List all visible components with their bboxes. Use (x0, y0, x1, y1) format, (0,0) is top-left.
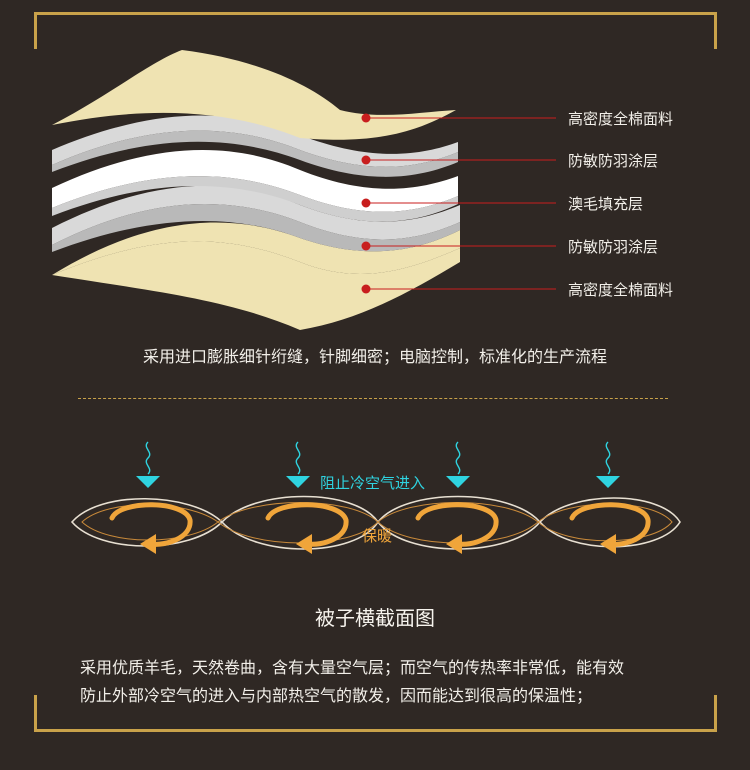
block-cold-air-label: 阻止冷空气进入 (320, 474, 426, 492)
warm-arrowhead-1 (140, 534, 156, 554)
layer-bottom-cotton (52, 241, 460, 330)
warm-label: 保暖 (362, 527, 393, 545)
leader-dot-2 (361, 155, 371, 165)
layer-bottom-cotton-top (52, 222, 460, 275)
cross-section-title: 被子横截面图 (315, 606, 435, 630)
warm-arrowhead-2 (296, 534, 312, 554)
cross-section-diagram (70, 441, 681, 554)
layer-label-3: 澳毛填充层 (568, 195, 644, 213)
cold-arrow-1 (136, 476, 160, 488)
layer-wool-fill-edge (52, 176, 458, 222)
cold-arrow-2 (286, 476, 310, 488)
layer-label-1: 高密度全棉面料 (568, 110, 674, 128)
frame-corner-bottom-left (34, 695, 65, 732)
leader-dot-4 (361, 241, 371, 251)
warm-arrowhead-4 (600, 534, 616, 554)
warm-arrowhead-3 (446, 534, 462, 554)
cold-air-arrows (145, 441, 611, 475)
frame-bottom-line (34, 729, 714, 732)
quilt-outline-outer (70, 495, 681, 550)
leader-dot-1 (361, 113, 371, 123)
cold-arrow-3 (446, 476, 470, 488)
layer-lower-coating (52, 185, 460, 245)
fabric-layers-illustration (52, 50, 556, 330)
layer-label-2: 防敏防羽涂层 (568, 152, 659, 170)
description-line-2: 防止外部冷空气的进入与内部热空气的散发，因而能达到很高的保温性； (80, 686, 593, 705)
description-line-1: 采用优质羊毛，天然卷曲，含有大量空气层；而空气的传热率非常低，能有效 (80, 658, 625, 677)
frame-top-line (34, 12, 714, 15)
layer-top-cotton (52, 50, 456, 140)
frame-corner-bottom-right (686, 695, 717, 732)
cold-arrow-4 (596, 476, 620, 488)
layer-lower-coating-edge (52, 203, 460, 252)
layer-label-5: 高密度全棉面料 (568, 281, 674, 299)
layer-upper-coating-edge (52, 130, 458, 177)
layer-upper-coating (52, 115, 458, 167)
description-paragraph: 采用优质羊毛，天然卷曲，含有大量空气层；而空气的传热率非常低，能有效 防止外部冷… (80, 654, 680, 710)
leader-dot-5 (361, 284, 371, 294)
layer-label-4: 防敏防羽涂层 (568, 238, 659, 256)
layer-wool-fill (52, 150, 458, 212)
section-divider (78, 398, 668, 399)
quilt-outline-inner (81, 502, 673, 544)
quilting-caption: 采用进口膨胀细针绗缝，针脚细密；电脑控制，标准化的生产流程 (142, 347, 607, 366)
warm-air-arrows (109, 502, 651, 547)
leader-dot-3 (361, 198, 371, 208)
